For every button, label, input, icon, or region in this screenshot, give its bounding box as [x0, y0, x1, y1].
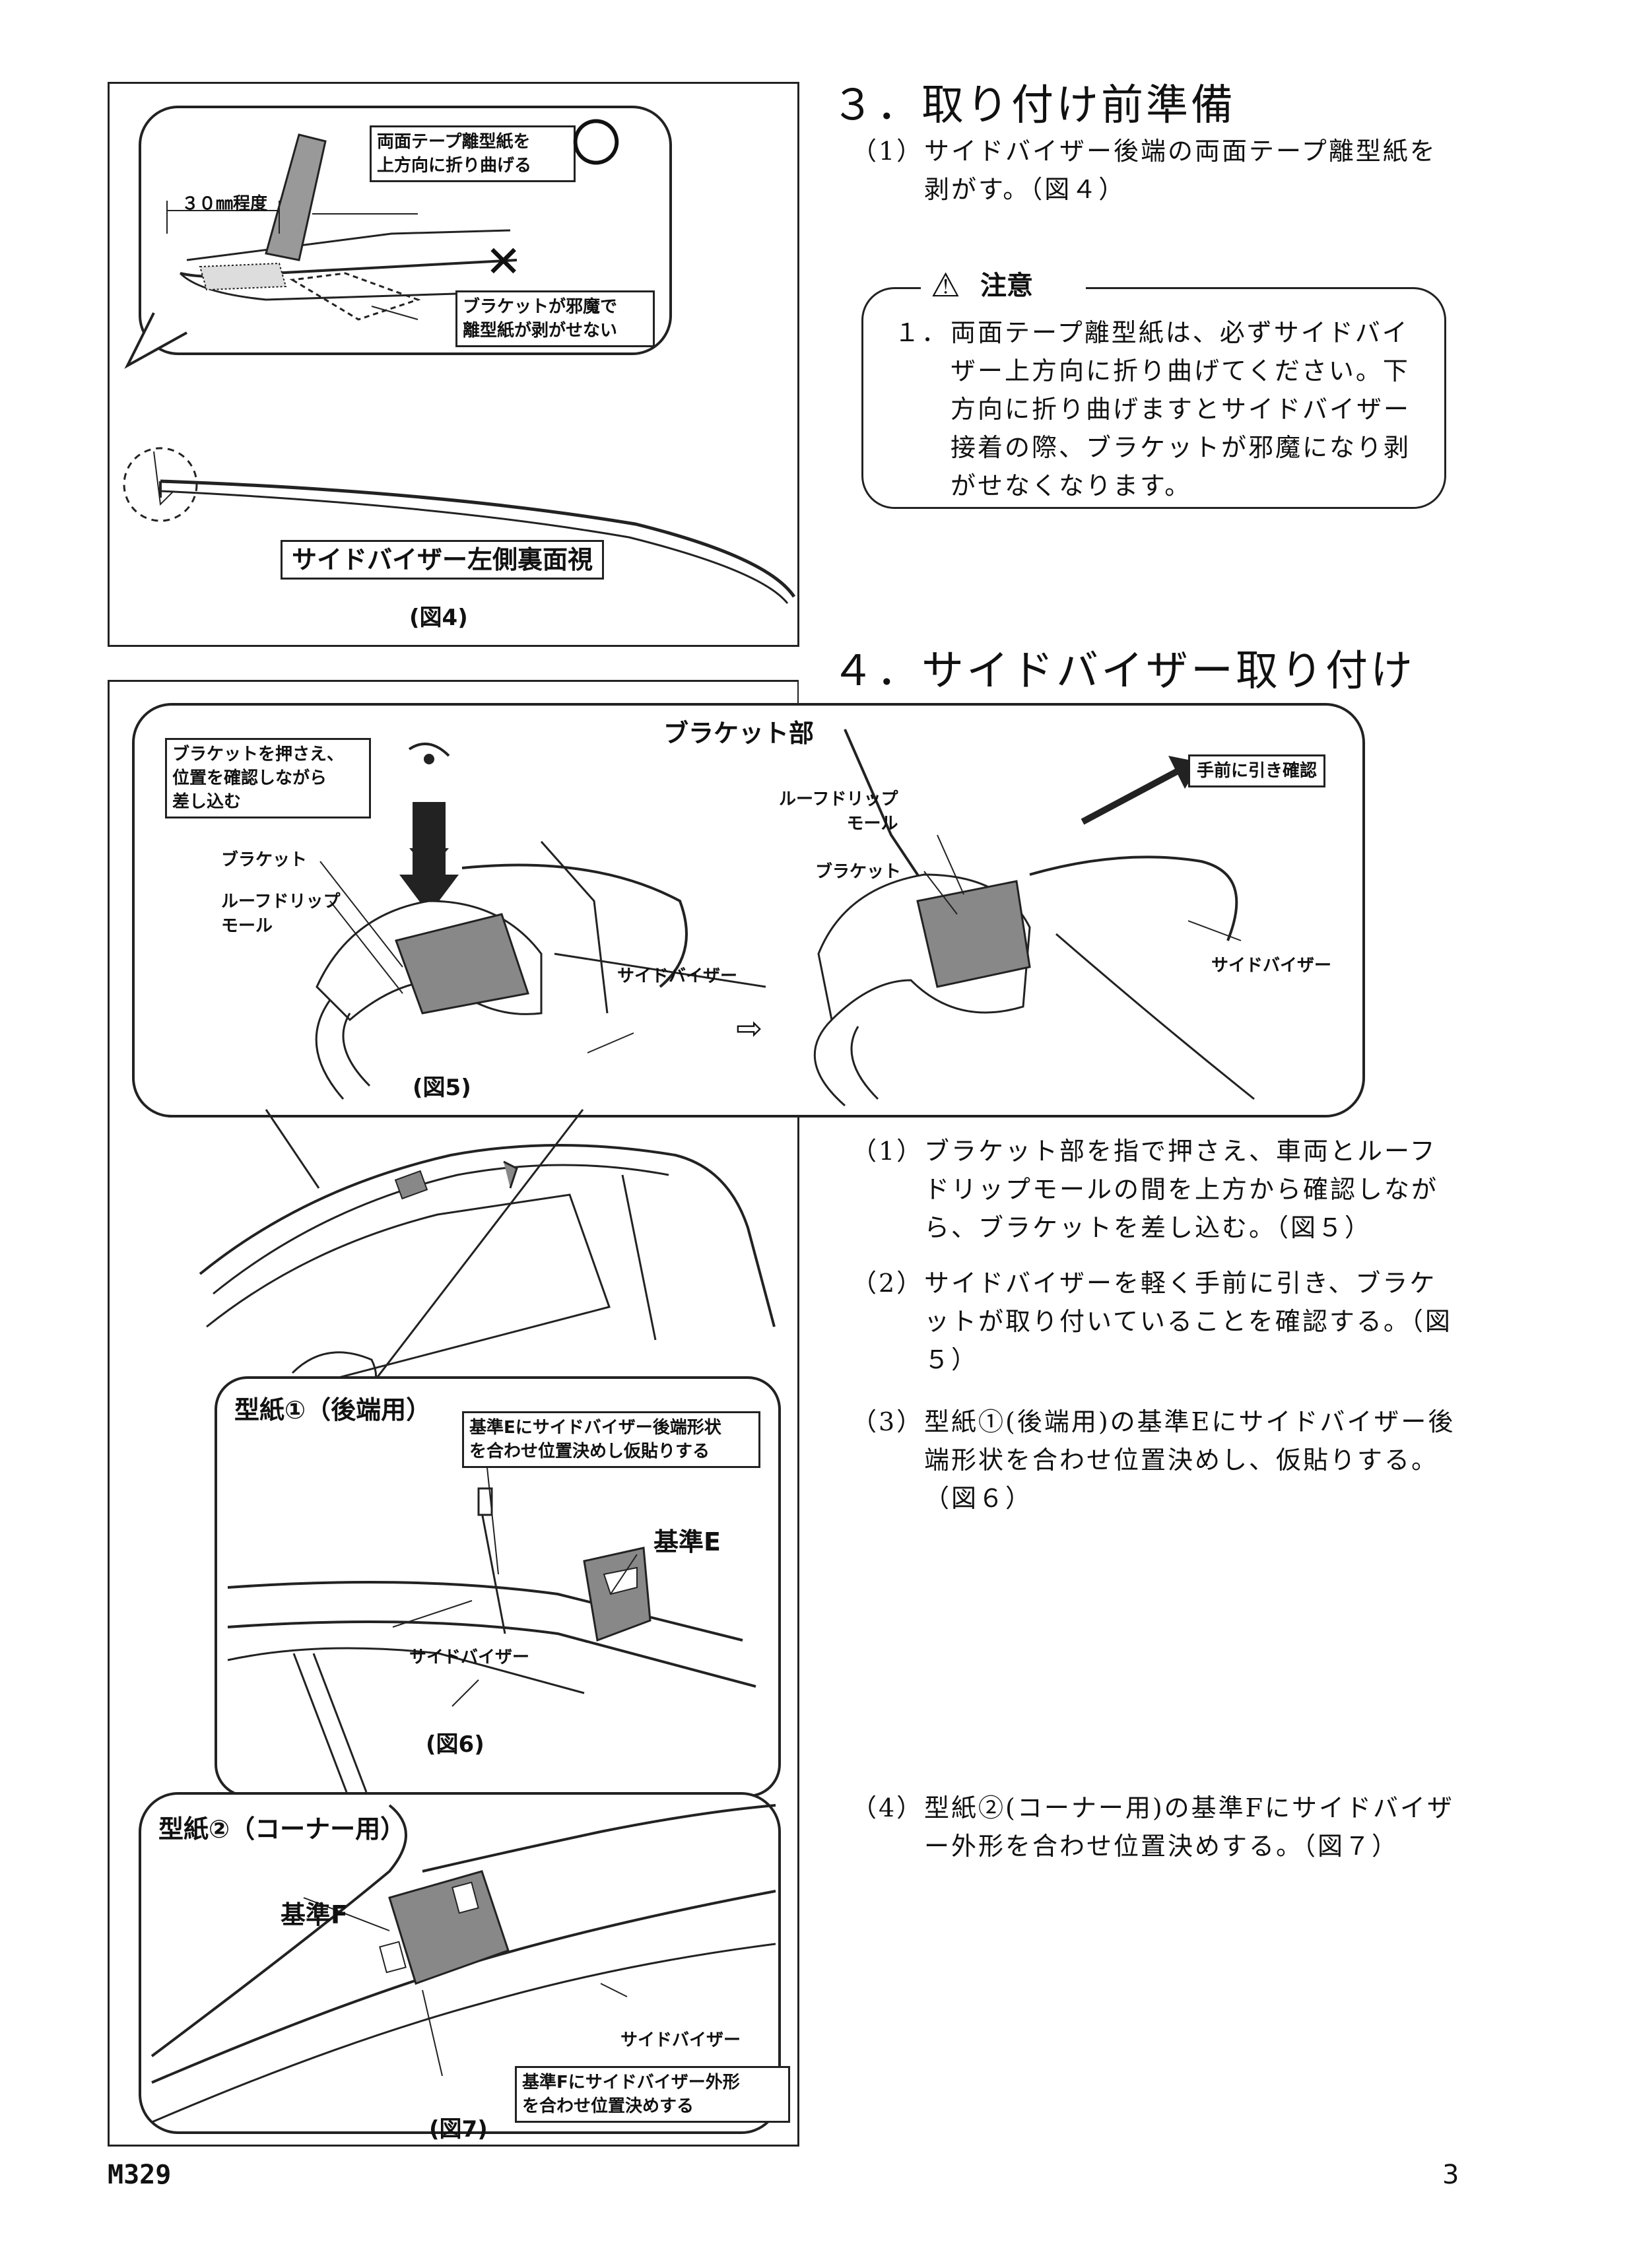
figure7-drawing: [150, 1804, 776, 2123]
section4-heading: ４．サイドバイザー取り付け: [832, 647, 1415, 696]
section4-step4: （4） 型紙②(コーナー用)の基準Fにサイドバイザー外形を合わせ位置決めする。（…: [852, 1789, 1459, 1865]
figure4-drawing: [123, 133, 796, 604]
section3-step1-num: （1）: [852, 137, 924, 166]
figure6-align-line1: 基準Eにサイドバイザー後端形状: [469, 1418, 721, 1438]
section4-step2-text: サイドバイザーを軽く手前に引き、ブラケットが取り付いていることを確認する。（図５…: [924, 1269, 1452, 1374]
figure5-press-label: ブラケットを押さえ、 位置を確認しながら 差し込む: [165, 738, 371, 818]
figure5-press-line3: 差し込む: [172, 792, 242, 812]
figure5-transition-arrow: ⇨: [736, 1010, 763, 1047]
section4-step4-num: （4）: [852, 1793, 924, 1822]
figure6-caption: (図6): [426, 1731, 484, 1758]
section4-step3: （3） 型紙①(後端用)の基準Eにサイドバイザー後端形状を合わせ位置決めし、仮貼…: [852, 1403, 1459, 1518]
figure4-length-label: ３０㎜程度: [182, 194, 268, 214]
figure5-bracket-section: ブラケット部: [663, 719, 815, 748]
caution-title-bg: [921, 267, 1086, 307]
figure6-side-visor: サイドバイザー: [409, 1648, 530, 1667]
caution-title: 注意: [980, 271, 1033, 301]
figure7-ref-label: 基準F: [281, 1900, 348, 1929]
figure7-align-line2: を合わせ位置決めする: [522, 2096, 694, 2116]
section4-step1-num: （1）: [852, 1137, 924, 1166]
figure5-roof-drip-right: ルーフドリップ モール: [779, 785, 898, 834]
section3-heading: ３．取り付け前準備: [832, 81, 1236, 130]
figure5-press-line1: ブラケットを押さえ、: [172, 745, 345, 764]
figure4-bracket-warning-line2: 離型紙が剥がせない: [463, 321, 618, 341]
figure7-title: 型紙②（コーナー用）: [158, 1815, 406, 1844]
figure6-ref-label: 基準E: [653, 1527, 721, 1556]
figure6-drawing: [227, 1448, 756, 1793]
caution-item: １． 両面テープ離型紙は、必ずサイドバイザー上方向に折り曲げてください。下方向に…: [894, 314, 1422, 505]
figure5-pull-label: 手前に引き確認: [1188, 754, 1326, 787]
figure7-side-visor: サイドバイザー: [620, 2030, 741, 2050]
figure4-ok-mark: 〇: [571, 114, 621, 173]
figure5-roof-drip-left-line1: ルーフドリップ: [221, 892, 341, 912]
caution-box: [861, 287, 1446, 509]
figure5-roof-drip-right-line1: ルーフドリップ: [779, 789, 898, 809]
figure5-drawing: [315, 729, 1255, 1107]
figure5-side-visor-right: サイドバイザー: [1211, 956, 1332, 976]
figure4-tape-label-line1: 両面テープ離型紙を: [377, 132, 531, 152]
figure7-caption: (図7): [429, 2116, 488, 2143]
figure4-ng-mark: ✕: [485, 236, 522, 287]
figure5-roof-drip-right-line2: モール: [846, 814, 898, 834]
figure5-roof-drip-left-line2: モール: [221, 916, 273, 936]
figure4-tape-label: 両面テープ離型紙を 上方向に折り曲げる: [370, 125, 576, 182]
page-number: 3: [1442, 2160, 1459, 2190]
section3-step1: （1） サイドバイザー後端の両面テープ離型紙を剥がす。（図４）: [852, 132, 1459, 209]
section4-step1-text: ブラケット部を指で押さえ、車両とルーフドリップモールの間を上方から確認しながら、…: [924, 1137, 1439, 1242]
doc-code: M329: [108, 2160, 172, 2190]
caution-text: 両面テープ離型紙は、必ずサイドバイザー上方向に折り曲げてください。下方向に折り曲…: [951, 318, 1411, 500]
figure5-press-line2: 位置を確認しながら: [172, 768, 327, 788]
section4-step3-num: （3）: [852, 1407, 924, 1436]
section4-step2-num: （2）: [852, 1269, 924, 1298]
section4-step3-text: 型紙①(後端用)の基準Eにサイドバイザー後端形状を合わせ位置決めし、仮貼りする。…: [924, 1407, 1455, 1513]
figure4-view-title: サイドバイザー左側裏面視: [281, 540, 605, 580]
figure4-bracket-warning-line1: ブラケットが邪魔で: [463, 297, 618, 317]
figure6-align-line2: を合わせ位置決めし仮貼りする: [469, 1442, 710, 1461]
figure5-roof-drip-left: ルーフドリップ モール: [221, 888, 340, 937]
figure4-bracket-warning: ブラケットが邪魔で 離型紙が剥がせない: [455, 290, 655, 347]
car-overview-drawing: [199, 1109, 776, 1506]
caution-icon: ⚠: [931, 266, 960, 304]
section4-step1: （1） ブラケット部を指で押さえ、車両とルーフドリップモールの間を上方から確認し…: [852, 1132, 1459, 1247]
figure6-title: 型紙①（後端用）: [234, 1395, 432, 1424]
figure5-bracket-right: ブラケット: [815, 862, 902, 882]
figure4-tape-label-line2: 上方向に折り曲げる: [377, 156, 532, 176]
section4-step4-text: 型紙②(コーナー用)の基準Fにサイドバイザー外形を合わせ位置決めする。（図７）: [924, 1793, 1455, 1861]
figure6-align-label: 基準Eにサイドバイザー後端形状 を合わせ位置決めし仮貼りする: [462, 1411, 760, 1468]
section4-step2: （2） サイドバイザーを軽く手前に引き、ブラケットが取り付いていることを確認する…: [852, 1264, 1459, 1379]
figure5-side-visor-left: サイドバイザー: [617, 966, 738, 986]
figure7-align-line1: 基準Fにサイドバイザー外形: [522, 2073, 740, 2092]
figure5-caption: (図5): [413, 1075, 471, 1101]
caution-num: １．: [894, 318, 949, 347]
figure7-align-label: 基準Fにサイドバイザー外形 を合わせ位置決めする: [515, 2066, 790, 2123]
figure4-caption: (図4): [409, 605, 468, 631]
figure5-bracket-left: ブラケット: [221, 850, 308, 870]
section3-step1-text: サイドバイザー後端の両面テープ離型紙を剥がす。（図４）: [924, 137, 1437, 204]
